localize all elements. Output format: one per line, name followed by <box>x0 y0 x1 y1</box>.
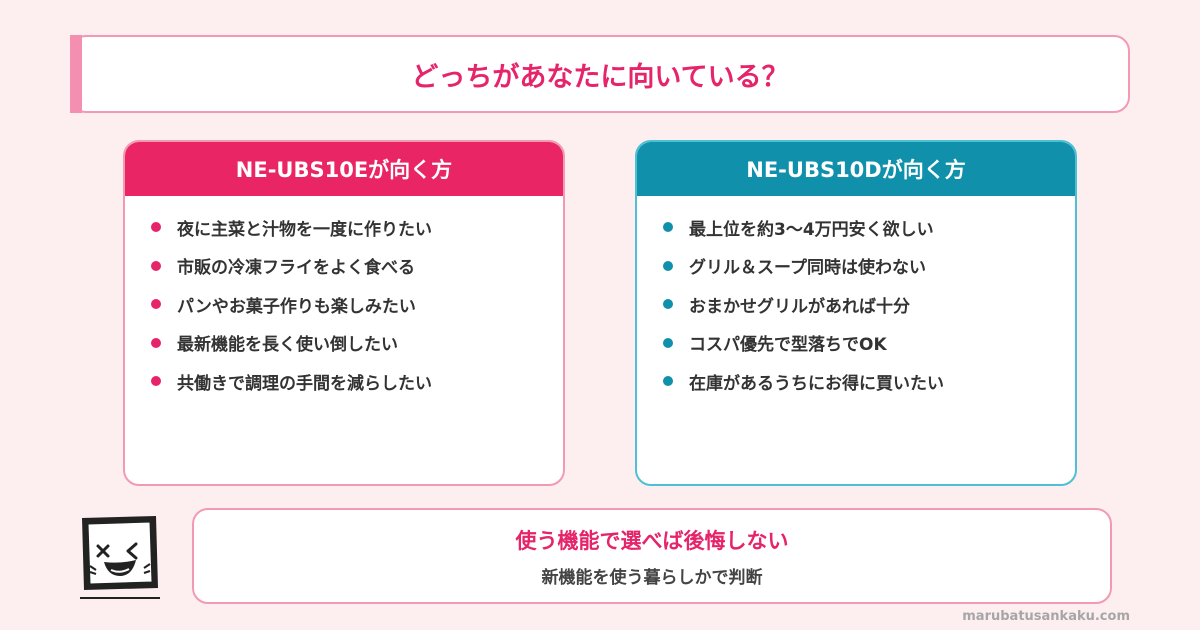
bullet-dot <box>151 299 161 310</box>
bullet-dot <box>151 337 161 348</box>
bullet-dot <box>663 299 673 310</box>
list-item: 最新機能を長く使い倒したい <box>151 324 563 363</box>
list-item-text: パンやお菓子作りも楽しみたい <box>177 296 416 317</box>
list-item-text: コスパ優先で型落ちでOK <box>689 335 887 356</box>
site-credit: marubatusankaku.com <box>962 609 1130 624</box>
list-item-text: おまかせグリルがあれば十分 <box>689 296 910 317</box>
list-item-text: 共働きで調理の手間を減らしたい <box>177 373 432 394</box>
title-box: どっちがあなたに向いている？ <box>70 35 1130 113</box>
d-model-card-header: NE-UBS10Dが向く方 <box>637 142 1075 196</box>
list-item-text: 在庫があるうちにお得に買いたい <box>689 373 944 394</box>
bullet-dot <box>663 337 673 348</box>
page-title: どっちがあなたに向いている？ <box>411 61 789 93</box>
list-item-text: 市販の冷凍フライをよく食べる <box>177 258 415 279</box>
list-item-text: 夜に主菜と汁物を一度に作りたい <box>177 219 432 240</box>
list-item: コスパ優先で型落ちでOK <box>663 324 1075 363</box>
list-item-text: グリル＆スープ同時は使わない <box>689 258 926 279</box>
list-item: 最上位を約3〜4万円安く欲しい <box>663 208 1075 247</box>
bullet-dot <box>151 376 161 387</box>
conclusion-box: 使う機能で選べば後悔しない 新機能を使う暮らしかで判断 <box>192 508 1112 604</box>
list-item: 夜に主菜と汁物を一度に作りたい <box>151 208 563 247</box>
bullet-dot <box>151 260 161 271</box>
d-model-list: 最上位を約3〜4万円安く欲しい グリル＆スープ同時は使わない おまかせグリルがあ… <box>637 196 1075 401</box>
bullet-dot <box>663 260 673 271</box>
e-model-list: 夜に主菜と汁物を一度に作りたい 市販の冷凍フライをよく食べる パンやお菓子作りも… <box>125 196 563 401</box>
conclusion-sub-text: 新機能を使う暮らしかで判断 <box>541 567 763 588</box>
bullet-dot <box>663 222 673 233</box>
list-item-text: 最上位を約3〜4万円安く欲しい <box>689 219 934 240</box>
title-accent-bar <box>70 35 82 113</box>
list-item: 在庫があるうちにお得に買いたい <box>663 362 1075 401</box>
e-model-card: NE-UBS10Eが向く方 夜に主菜と汁物を一度に作りたい 市販の冷凍フライをよ… <box>123 140 565 486</box>
bullet-dot <box>151 222 161 233</box>
list-item: おまかせグリルがあれば十分 <box>663 285 1075 324</box>
e-model-card-header: NE-UBS10Eが向く方 <box>125 142 563 196</box>
list-item-text: 最新機能を長く使い倒したい <box>177 335 398 356</box>
list-item: パンやお菓子作りも楽しみたい <box>151 285 563 324</box>
list-item: 共働きで調理の手間を減らしたい <box>151 362 563 401</box>
d-model-card: NE-UBS10Dが向く方 最上位を約3〜4万円安く欲しい グリル＆スープ同時は… <box>635 140 1077 486</box>
bullet-dot <box>663 376 673 387</box>
laughing-face-mascot-icon <box>76 510 164 600</box>
conclusion-main-text: 使う機能で選べば後悔しない <box>515 528 789 553</box>
list-item: 市販の冷凍フライをよく食べる <box>151 247 563 286</box>
list-item: グリル＆スープ同時は使わない <box>663 247 1075 286</box>
